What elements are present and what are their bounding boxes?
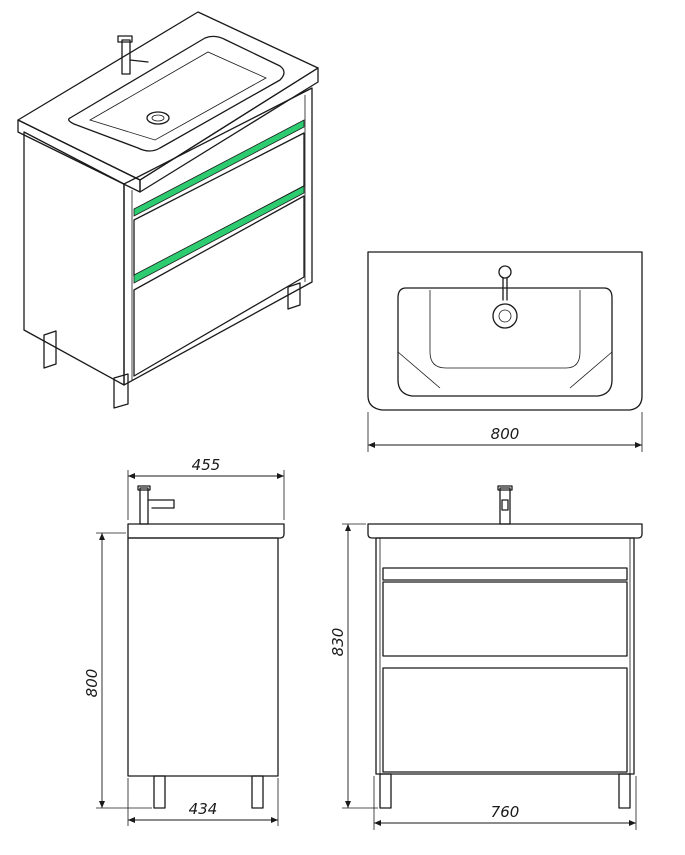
iso-drain xyxy=(146,111,170,125)
iso-handle-stripe-top xyxy=(133,119,305,217)
front-view-leg-left xyxy=(379,773,392,809)
iso-leg-right xyxy=(287,282,301,310)
front-view-cabinet xyxy=(375,537,635,775)
dim-label-top-width: 800 xyxy=(491,425,520,443)
iso-faucet xyxy=(121,39,131,75)
dim-label-side-depth-top: 455 xyxy=(192,456,221,474)
front-view-drawer-bottom xyxy=(382,667,628,773)
front-view-top-rail xyxy=(382,567,628,581)
front-view-leg-right xyxy=(618,773,631,809)
top-view-bowl-outer xyxy=(397,287,613,397)
iso-cabinet-side xyxy=(23,131,125,386)
top-view-drain xyxy=(492,303,518,329)
top-view-faucet xyxy=(498,265,512,279)
iso-basin-bowl xyxy=(68,35,285,152)
side-view-faucet xyxy=(139,487,149,525)
dim-label-front-height: 830 xyxy=(329,628,347,657)
dim-label-side-height: 800 xyxy=(83,669,101,698)
side-view-cabinet xyxy=(127,537,279,777)
front-view-drawer-top xyxy=(382,581,628,657)
isometric-view xyxy=(17,11,319,409)
side-view-leg-right xyxy=(251,775,264,809)
iso-handle-stripe-bottom xyxy=(133,185,305,284)
front-view: 830 760 xyxy=(329,485,643,830)
dim-label-side-depth-bottom: 434 xyxy=(189,800,218,818)
side-view-leg-left xyxy=(153,775,166,809)
iso-cabinet-front xyxy=(123,87,313,386)
dim-label-front-width: 760 xyxy=(491,803,520,821)
side-view-basin xyxy=(127,523,285,539)
side-view: 455 800 434 xyxy=(83,456,285,826)
top-view-outline xyxy=(367,251,643,411)
iso-leg-left xyxy=(43,330,57,369)
top-view: 800 xyxy=(367,251,643,452)
iso-leg-front xyxy=(113,373,129,409)
iso-drawer-bottom xyxy=(133,195,305,377)
front-view-basin xyxy=(367,523,643,539)
